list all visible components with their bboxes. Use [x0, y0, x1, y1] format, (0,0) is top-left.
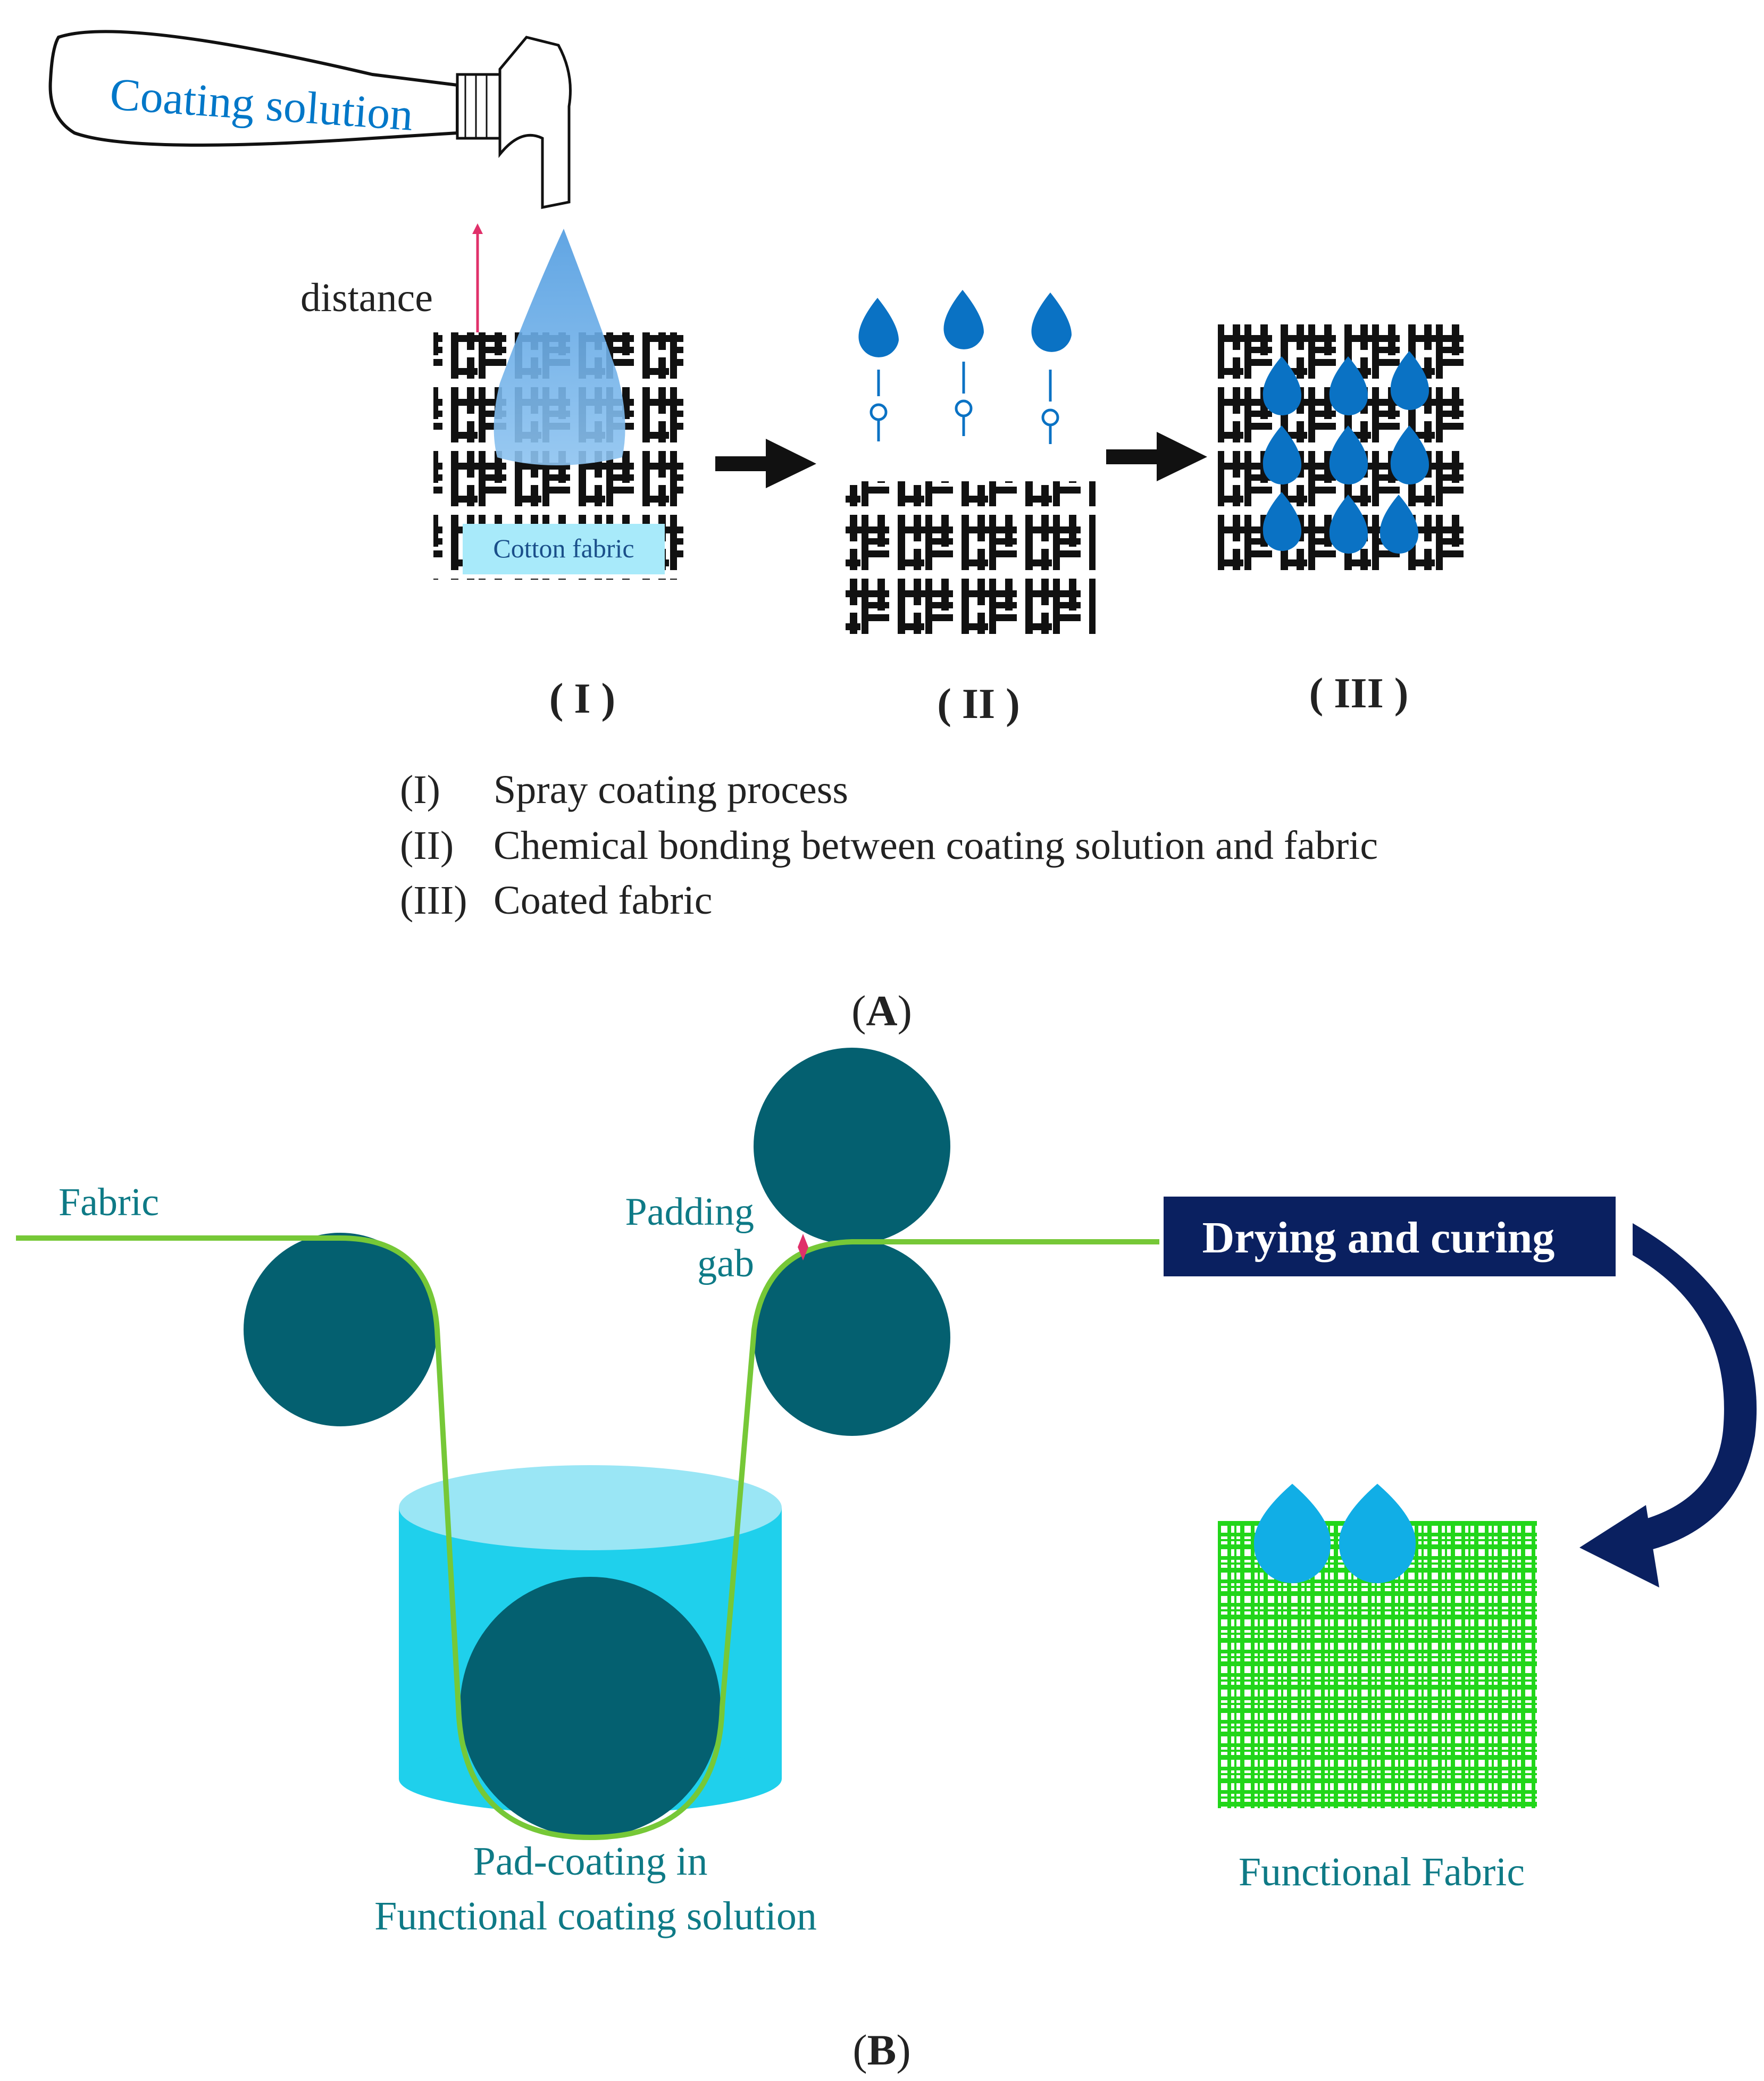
arrow-icon: [715, 439, 816, 488]
top-pad-roller: [754, 1048, 950, 1244]
caption-b: (B): [852, 2026, 910, 2074]
spray-cone: [494, 229, 625, 465]
stage-label-ii: ( II ): [937, 681, 1020, 728]
fabric-path: [16, 1235, 1159, 1841]
caption-a: (A): [851, 987, 912, 1035]
panel-b: Fabric Padding gab Drying and curing Fun…: [16, 1048, 1757, 2074]
water-drops: [1253, 1484, 1416, 1583]
stage-label-i: ( I ): [549, 675, 615, 722]
coating-drops: [1263, 351, 1429, 554]
legend-text-3: Coated fabric: [494, 878, 712, 923]
cotton-fabric-label: Cotton fabric: [493, 533, 634, 563]
curved-arrow-icon: [1579, 1223, 1757, 1587]
legend-text-2: Chemical bonding between coating solutio…: [494, 823, 1378, 868]
distance-label: distance: [300, 275, 433, 320]
drying-curing-box: [1164, 1197, 1616, 1276]
guide-roller: [244, 1233, 437, 1426]
drop-icon: [943, 290, 984, 436]
bottom-pad-roller: [754, 1239, 950, 1436]
bath-roller: [460, 1577, 721, 1837]
drying-curing-label: Drying and curing: [1202, 1213, 1555, 1263]
padding-label-1: Padding: [625, 1190, 754, 1234]
coating-molecules: [858, 290, 1072, 444]
functional-fabric-label: Functional Fabric: [1239, 1850, 1525, 1894]
spray-bottle: Coating solution: [48, 30, 572, 210]
drop-icon: [1031, 292, 1072, 444]
panel-a: Coating solution distance Cotton fabric: [48, 30, 1468, 1035]
fabric-label: Fabric: [58, 1181, 159, 1224]
padding-label-2: gab: [697, 1242, 754, 1285]
legend-text-1: Spray coating process: [494, 767, 848, 812]
arrow-icon: [1106, 432, 1207, 481]
legend-num-3: (III): [400, 878, 467, 923]
drop-icon: [858, 298, 899, 441]
fabric-swatch-ii: [846, 481, 1096, 636]
bath-label-1: Pad-coating in: [473, 1839, 707, 1884]
legend-num-2: (II): [400, 823, 454, 868]
cotton-fabric-label-box: [463, 524, 665, 574]
stage-label-iii: ( III ): [1309, 670, 1409, 717]
legend-num-1: (I): [400, 767, 440, 812]
padding-gap-marker: [798, 1234, 808, 1260]
legend: (I) Spray coating process (II) Chemical …: [400, 767, 1378, 923]
bath-label-2: Functional coating solution: [374, 1894, 817, 1938]
